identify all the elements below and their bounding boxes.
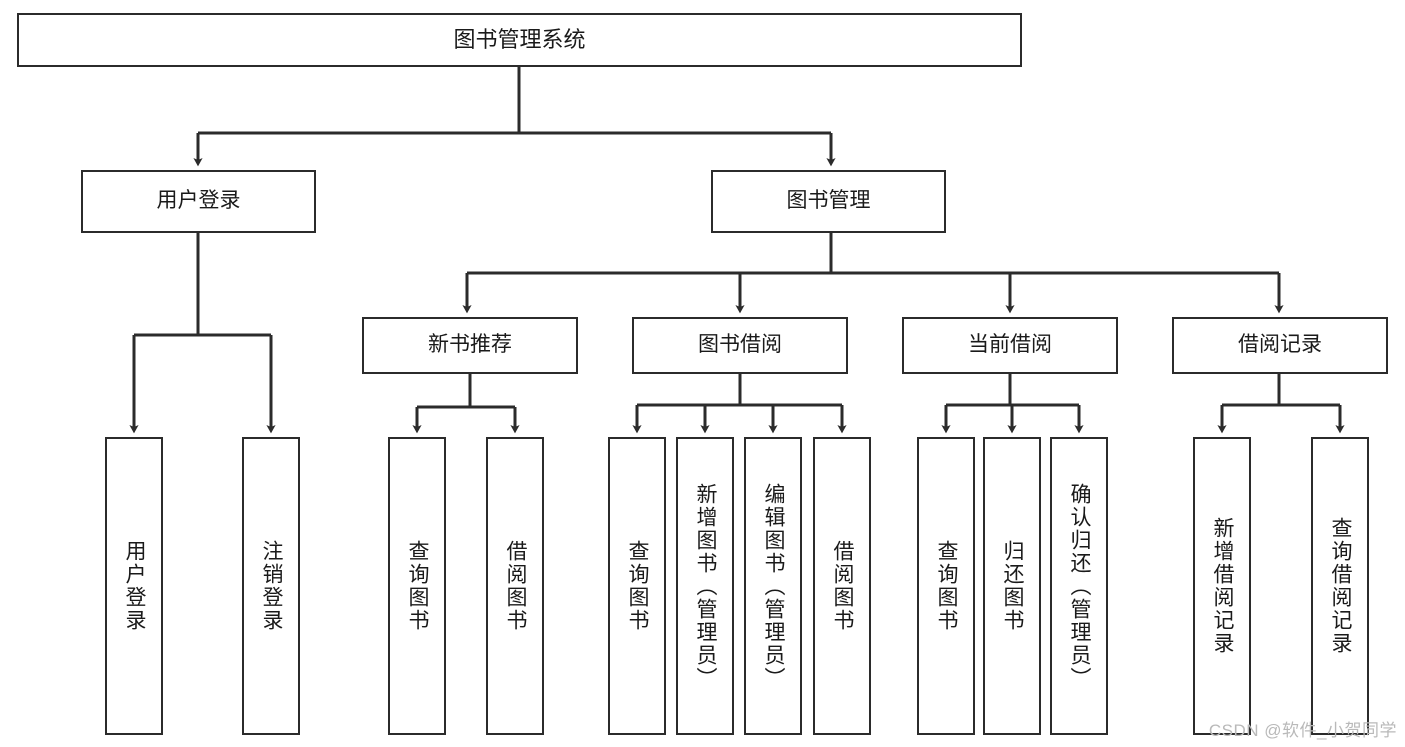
node-label: 注销登录 (260, 540, 284, 632)
leaf-query-book-recommend[interactable]: 查询图书 (388, 437, 446, 735)
node-label: 图书管理系统 (453, 27, 586, 53)
node-label: 查询图书 (935, 540, 959, 632)
leaf-return-book[interactable]: 归还图书 (983, 437, 1041, 735)
node-user-login[interactable]: 用户登录 (81, 170, 316, 233)
leaf-logout-login[interactable]: 注销登录 (242, 437, 300, 735)
node-label: 编辑图书（管理员） (762, 482, 786, 690)
node-label: 确认归还（管理员） (1068, 482, 1092, 690)
leaf-borrow-book-recommend[interactable]: 借阅图书 (486, 437, 544, 735)
node-label: 查询借阅记录 (1329, 517, 1353, 655)
node-label: 查询图书 (626, 540, 650, 632)
leaf-query-borrow-record[interactable]: 查询借阅记录 (1311, 437, 1369, 735)
node-label: 新增借阅记录 (1211, 517, 1235, 655)
node-label: 借阅记录 (1238, 333, 1322, 357)
node-label: 当前借阅 (968, 333, 1052, 357)
node-label: 归还图书 (1001, 540, 1025, 632)
node-label: 借阅图书 (831, 540, 855, 632)
leaf-edit-book[interactable]: 编辑图书（管理员） (744, 437, 802, 735)
node-label: 用户登录 (156, 189, 241, 213)
node-label: 图书借阅 (698, 333, 782, 357)
node-label: 查询图书 (406, 540, 430, 632)
node-label: 用户登录 (123, 540, 147, 632)
node-borrow-record[interactable]: 借阅记录 (1172, 317, 1388, 374)
leaf-borrow-book[interactable]: 借阅图书 (813, 437, 871, 735)
node-label: 新增图书（管理员） (694, 482, 718, 690)
node-book-manage[interactable]: 图书管理 (711, 170, 946, 233)
node-root-system[interactable]: 图书管理系统 (17, 13, 1022, 67)
node-new-book-recommend[interactable]: 新书推荐 (362, 317, 578, 374)
leaf-query-book-borrow[interactable]: 查询图书 (608, 437, 666, 735)
leaf-query-book-current[interactable]: 查询图书 (917, 437, 975, 735)
watermark: CSDN @软件_小贺同学 (1208, 721, 1397, 740)
node-label: 借阅图书 (504, 540, 528, 632)
node-label: 图书管理 (786, 189, 871, 213)
node-current-borrow[interactable]: 当前借阅 (902, 317, 1118, 374)
leaf-add-book[interactable]: 新增图书（管理员） (676, 437, 734, 735)
node-label: 新书推荐 (428, 333, 512, 357)
leaf-confirm-return[interactable]: 确认归还（管理员） (1050, 437, 1108, 735)
node-book-borrow[interactable]: 图书借阅 (632, 317, 848, 374)
leaf-user-login[interactable]: 用户登录 (105, 437, 163, 735)
leaf-add-borrow-record[interactable]: 新增借阅记录 (1193, 437, 1251, 735)
